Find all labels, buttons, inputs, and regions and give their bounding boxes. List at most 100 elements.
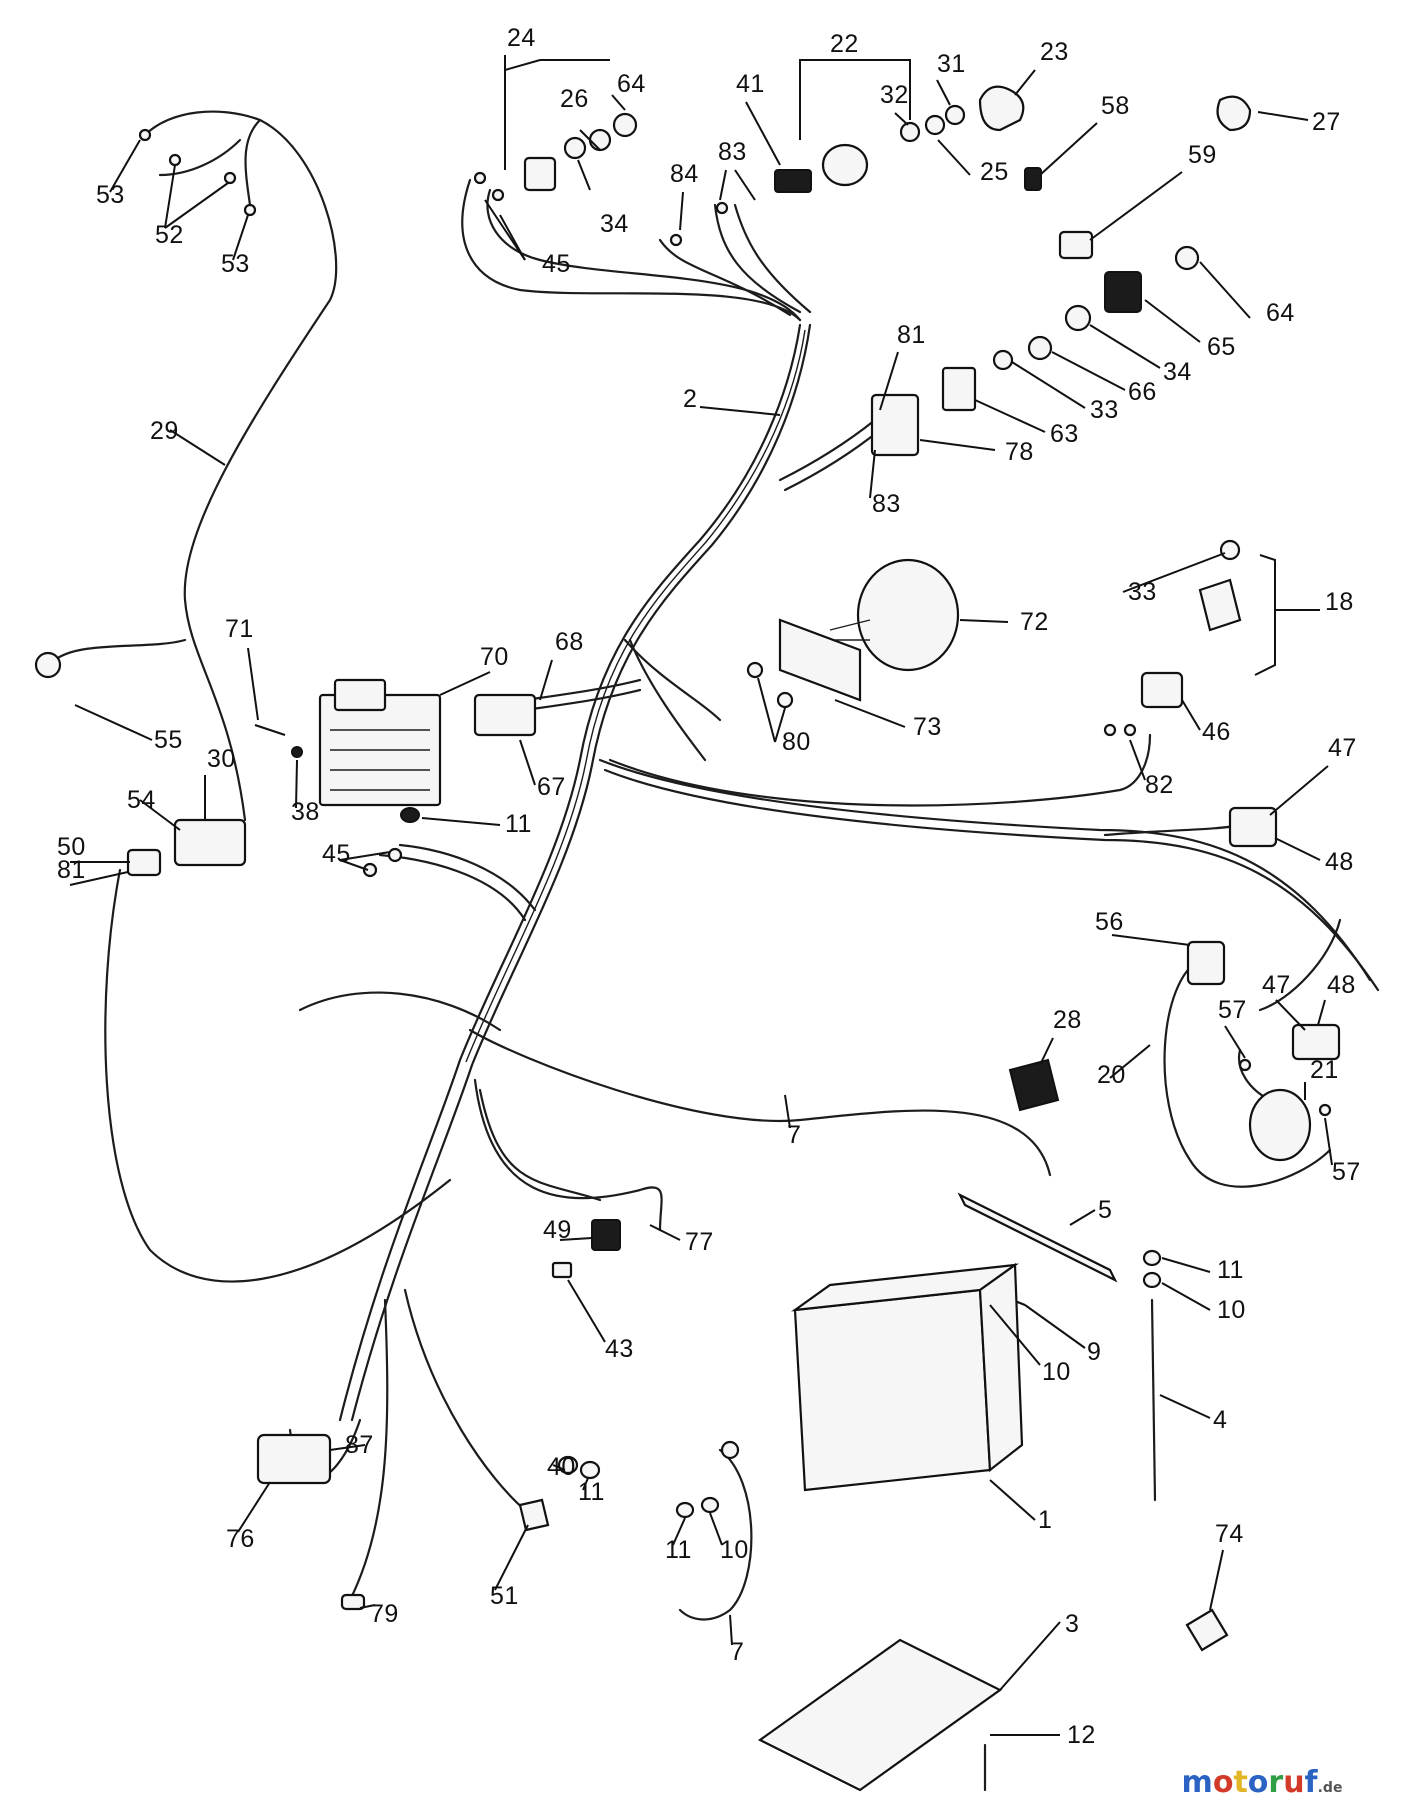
callout-c27: 27: [1312, 108, 1341, 136]
callout-c57b: 57: [1332, 1158, 1361, 1186]
callout-c83b: 83: [872, 490, 901, 518]
terminal-45-c: [473, 171, 487, 185]
callout-c68: 68: [555, 628, 584, 656]
callout-c5: 5: [1098, 1196, 1112, 1224]
callout-c48b: 48: [1327, 971, 1356, 999]
watermark-suffix: .de: [1318, 1780, 1343, 1796]
callout-c33a: 33: [1090, 396, 1119, 424]
callout-c10b: 10: [1042, 1358, 1071, 1386]
terminal-52-a: [168, 153, 182, 167]
switch-59: [1058, 230, 1094, 260]
part-58: [1024, 167, 1042, 191]
gauge-72: [856, 558, 960, 672]
boot-28: [1008, 1058, 1060, 1112]
connector-47-48-b: [1291, 1023, 1341, 1061]
terminal-57-b: [1318, 1103, 1332, 1117]
terminal-53-a: [138, 128, 152, 142]
callout-c45a: 45: [542, 250, 571, 278]
callout-c24: 24: [507, 24, 536, 52]
switch-24: [523, 156, 557, 192]
callout-c56: 56: [1095, 908, 1124, 936]
switch-63: [941, 366, 977, 412]
callout-c4: 4: [1213, 1406, 1227, 1434]
terminal-53-b: [243, 203, 257, 217]
terminal-82-a: [1103, 723, 1117, 737]
leader-lines: [69, 55, 1333, 1736]
solenoid-21: [1248, 1088, 1312, 1162]
terminal-45-d: [491, 188, 505, 202]
callout-c40: 40: [547, 1453, 576, 1481]
callout-c59: 59: [1188, 141, 1217, 169]
connector-67: [473, 693, 537, 737]
callout-c18: 18: [1325, 588, 1354, 616]
washer-32: [899, 121, 921, 143]
callout-c29: 29: [150, 417, 179, 445]
callout-c2: 2: [683, 385, 697, 413]
callout-c79: 79: [370, 1600, 399, 1628]
connector-46: [1140, 671, 1184, 709]
callout-c77: 77: [685, 1228, 714, 1256]
clip-74: [1185, 1608, 1229, 1652]
callout-c65: 65: [1207, 333, 1236, 361]
connector-56: [1186, 940, 1226, 986]
nut-11-d: [675, 1501, 695, 1519]
watermark-letter: t: [1233, 1765, 1247, 1800]
terminal-84: [669, 233, 683, 247]
terminal-45-b: [362, 862, 378, 878]
callout-c71: 71: [225, 615, 254, 643]
callout-c53a: 53: [96, 181, 125, 209]
callout-c50: 50: [57, 833, 86, 861]
washer-34: [563, 136, 587, 160]
connector-41: [774, 169, 812, 193]
nut-11-b: [1142, 1249, 1162, 1267]
callout-c63: 63: [1050, 420, 1079, 448]
callout-c81a: 81: [897, 321, 926, 349]
callout-numbers: 2464263445223132232541838458275964653466…: [57, 24, 1361, 1749]
tray-3: [757, 1638, 1003, 1792]
callout-c46: 46: [1202, 718, 1231, 746]
nut-80-a: [746, 661, 764, 679]
callout-c66: 66: [1128, 378, 1157, 406]
nut-11-c: [579, 1460, 601, 1480]
callout-c41: 41: [736, 70, 765, 98]
callout-c47b: 47: [1262, 971, 1291, 999]
connector-30: [173, 818, 247, 867]
nut-64-b: [1174, 245, 1200, 271]
callout-c72: 72: [1020, 608, 1049, 636]
callout-c84: 84: [670, 160, 699, 188]
fuse-43: [551, 1261, 573, 1279]
bracket-73: [778, 618, 862, 702]
washer-38: [291, 746, 303, 758]
callout-c83a: 83: [718, 138, 747, 166]
callout-c82: 82: [1145, 771, 1174, 799]
callout-c11b: 11: [1217, 1256, 1244, 1284]
callout-c64b: 64: [1266, 299, 1295, 327]
connector-78: [870, 393, 920, 457]
part-65: [1104, 271, 1142, 313]
ignition-switch-22: [821, 143, 869, 187]
callout-c11c: 11: [578, 1478, 605, 1506]
callout-c10c: 10: [720, 1536, 749, 1564]
callout-c51: 51: [490, 1582, 519, 1610]
callout-c57a: 57: [1218, 996, 1247, 1024]
callout-c47a: 47: [1328, 734, 1357, 762]
rod-4: [1150, 1298, 1157, 1502]
callout-c45b: 45: [322, 840, 351, 868]
connector-76: [256, 1433, 332, 1485]
sender-18: [1198, 578, 1242, 632]
callout-c80: 80: [782, 728, 811, 756]
battery-side: [978, 1262, 1024, 1473]
watermark-letter: o: [1248, 1765, 1269, 1800]
callout-c64a: 64: [617, 70, 646, 98]
terminal-83: [715, 201, 729, 215]
nut-33-b: [1219, 539, 1241, 561]
callout-c20: 20: [1097, 1061, 1126, 1089]
callout-c25: 25: [980, 158, 1009, 186]
callout-c54: 54: [127, 786, 156, 814]
callout-c7a: 7: [787, 1121, 801, 1149]
washer-26: [588, 128, 612, 152]
fuse-holder-49: [591, 1219, 621, 1251]
callout-c21: 21: [1310, 1056, 1339, 1084]
callout-c81b: 81: [57, 856, 86, 884]
